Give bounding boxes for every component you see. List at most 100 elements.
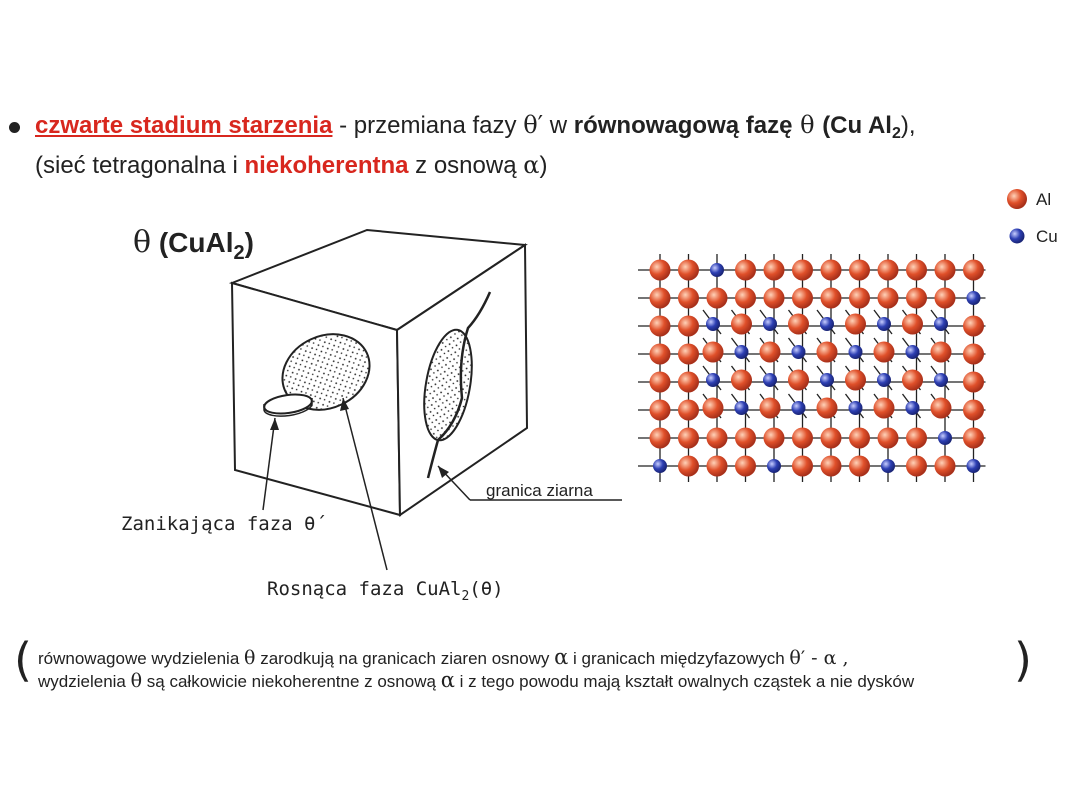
al-atom xyxy=(706,287,728,309)
al-atom xyxy=(820,427,842,449)
subheading-part2: z osnową xyxy=(408,152,524,179)
cu-atom xyxy=(791,345,806,359)
label-grain-boundary: granica ziarna xyxy=(486,481,593,500)
legend-markers xyxy=(1007,189,1027,244)
al-atom xyxy=(763,259,785,281)
al-atom xyxy=(845,313,866,335)
al-atom xyxy=(763,427,785,449)
note2-b: są całkowicie niekoherentne z osnową xyxy=(142,672,441,691)
al-atom xyxy=(735,427,756,449)
al-atom xyxy=(678,343,699,365)
al-atom xyxy=(731,369,752,391)
cube-title-close: ) xyxy=(244,227,254,258)
al-atom xyxy=(877,427,899,449)
al-atom xyxy=(816,397,838,419)
note1-phase: θ′ - α , xyxy=(789,647,849,669)
cube-title-theta: θ xyxy=(133,225,152,260)
al-atom xyxy=(763,287,785,309)
al-atom xyxy=(934,287,956,309)
cu-atom xyxy=(710,263,724,277)
al-atom xyxy=(792,259,813,281)
cu-atom xyxy=(653,459,667,473)
al-atom xyxy=(930,397,952,419)
al-atom xyxy=(649,427,671,449)
legend-al-label: Al xyxy=(1036,190,1052,209)
note2-c: i z tego powodu mają kształt owalnych cz… xyxy=(454,672,915,691)
al-atom xyxy=(873,341,895,363)
bullet xyxy=(9,122,20,133)
cu-atom xyxy=(905,345,920,359)
al-atom xyxy=(820,259,842,281)
subheading-close: ) xyxy=(539,152,548,179)
al-atom xyxy=(877,259,899,281)
label-growing-phase: Rosnąca faza CuAl2(θ) xyxy=(267,578,504,604)
al-atom xyxy=(877,287,899,309)
al-atom xyxy=(902,313,923,335)
al-atom xyxy=(963,399,984,421)
note-line-2: wydzielenia θ są całkowicie niekoherentn… xyxy=(38,668,914,692)
al-atom xyxy=(706,427,728,449)
al-atom xyxy=(845,369,866,391)
cu-atom xyxy=(767,459,781,473)
note1-c: i granicach międzyfazowych xyxy=(568,649,790,668)
cube-title: θ (CuAl2) xyxy=(133,225,254,265)
label-growing-sub: 2 xyxy=(461,589,470,604)
al-atom xyxy=(735,259,756,281)
al-atom xyxy=(930,341,952,363)
incoherent-word: niekoherentna xyxy=(244,152,409,179)
note2-theta: θ xyxy=(130,670,143,692)
al-atom xyxy=(759,397,781,419)
al-atom xyxy=(731,313,752,335)
paren-right: ) xyxy=(1014,633,1032,687)
subheading-line: (sieć tetragonalna i niekoherentna z osn… xyxy=(35,151,547,180)
formula-open: (Cu Al xyxy=(822,112,892,139)
cu-atom xyxy=(791,401,806,415)
al-atom xyxy=(906,259,927,281)
cu-atom xyxy=(934,317,948,331)
al-atom xyxy=(849,259,870,281)
al-atom xyxy=(934,455,956,477)
formula-close: ), xyxy=(900,112,916,139)
subheading-part1: (sieć tetragonalna i xyxy=(35,152,245,179)
al-atom xyxy=(735,455,756,477)
heading-dash: - xyxy=(332,112,354,139)
theta-prime-symbol: θ′ xyxy=(523,111,544,139)
crystal-lattice xyxy=(638,254,986,482)
al-atom xyxy=(649,287,671,309)
cube-title-open: (CuAl xyxy=(151,227,234,258)
label-vanishing-phase: Zanikająca faza θ´ xyxy=(121,513,327,535)
cu-atom xyxy=(966,291,981,305)
al-atom xyxy=(735,287,756,309)
grain-boundary-line xyxy=(426,291,492,479)
al-atom xyxy=(678,455,699,477)
al-atom xyxy=(678,315,699,337)
note1-b: zarodkują na granicach ziaren osnowy xyxy=(255,649,555,668)
theta-symbol: θ xyxy=(792,111,823,139)
al-atom xyxy=(702,341,724,363)
al-atom xyxy=(649,259,671,281)
al-atom xyxy=(873,397,895,419)
alpha-symbol: α xyxy=(523,151,540,179)
cu-atom xyxy=(905,401,920,415)
al-atom xyxy=(792,287,813,309)
cu-atom xyxy=(848,401,863,415)
al-atom xyxy=(759,341,781,363)
al-atom xyxy=(963,427,984,449)
note1-a: równowagowe wydzielenia xyxy=(38,649,245,668)
note1-theta: θ xyxy=(244,647,256,669)
al-atom xyxy=(678,427,699,449)
al-atom xyxy=(849,427,870,449)
al-atom xyxy=(649,315,671,337)
cu-atom xyxy=(734,345,749,359)
cu-atom xyxy=(881,459,895,473)
cu-atom xyxy=(734,401,749,415)
cu-atom xyxy=(706,317,720,331)
paren-left: ( xyxy=(14,633,32,687)
al-atom xyxy=(788,369,809,391)
al-atom xyxy=(702,397,724,419)
heading-part2: w xyxy=(543,112,574,139)
stage-term: czwarte stadium starzenia xyxy=(35,112,333,139)
cu-atom xyxy=(938,431,952,445)
cu-atom xyxy=(763,317,777,331)
